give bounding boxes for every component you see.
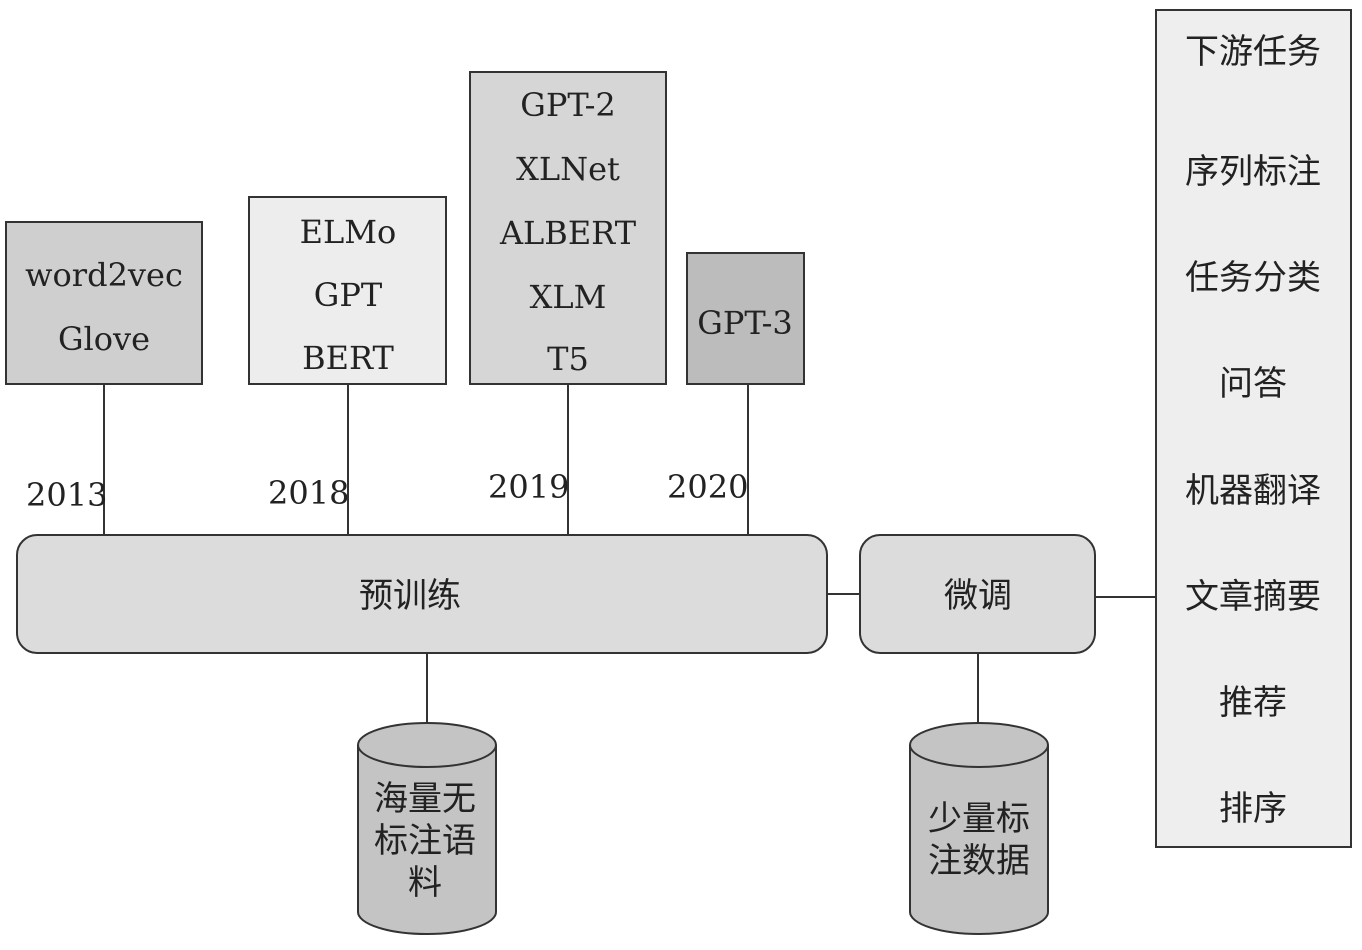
pretrain-label: 预训练: [359, 576, 461, 616]
corpus-label-line: 海量无: [374, 779, 476, 819]
model-label: GPT: [314, 276, 383, 314]
task-item: 排序: [1219, 789, 1287, 829]
task-item: 问答: [1219, 364, 1287, 404]
model-label: XLM: [530, 278, 607, 316]
model-box-2019-frame: [469, 71, 667, 385]
labeled-data-cylinder: 少量标 注数据: [909, 722, 1049, 935]
year-label-2020: 2020: [667, 468, 748, 506]
model-box-2019: GPT-2 XLNet ALBERT XLM T5: [469, 71, 667, 385]
year-label-2019: 2019: [488, 468, 569, 506]
task-item: 文章摘要: [1185, 577, 1321, 617]
model-label: GPT-3: [697, 304, 792, 342]
cylinder-body: [909, 745, 1049, 935]
finetune-label: 微调: [944, 576, 1012, 616]
model-label: ALBERT: [499, 214, 637, 252]
model-label: word2vec: [25, 256, 183, 294]
model-label: ELMo: [300, 213, 397, 251]
labeled-data-label-line: 注数据: [928, 841, 1030, 881]
model-box-2013: word2vec Glove: [5, 221, 203, 385]
task-item: 推荐: [1219, 683, 1287, 723]
task-item: 任务分类: [1185, 258, 1321, 298]
model-label: XLNet: [516, 150, 620, 188]
cylinder-body: [357, 745, 497, 935]
model-box-2020-frame: [686, 252, 805, 385]
connectors: [103, 384, 1156, 727]
downstream-panel-frame: [1155, 9, 1352, 848]
model-box-2018: ELMo GPT BERT: [248, 196, 447, 385]
model-label: T5: [547, 340, 589, 378]
year-label-2018: 2018: [268, 474, 349, 512]
finetune-stage: 微调: [859, 534, 1096, 654]
downstream-tasks-panel: 下游任务 序列标注 任务分类 问答 机器翻译 文章摘要 推荐 排序: [1155, 9, 1352, 848]
downstream-title: 下游任务: [1185, 32, 1321, 72]
year-label-2013: 2013: [26, 476, 107, 514]
model-box-2018-frame: [248, 196, 447, 385]
task-item: 机器翻译: [1185, 471, 1321, 511]
pretrain-bar: [16, 534, 828, 654]
unlabeled-corpus-cylinder: 海量无 标注语 料: [357, 722, 497, 935]
corpus-label-line: 料: [408, 863, 442, 903]
model-label: GPT-2: [520, 86, 615, 124]
cylinder-top: [909, 722, 1049, 768]
task-item: 序列标注: [1185, 152, 1321, 192]
model-label: Glove: [58, 320, 150, 358]
cylinder-top: [357, 722, 497, 768]
pretrain-stage: 预训练: [16, 534, 828, 654]
model-label: BERT: [302, 339, 394, 377]
model-box-2013-frame: [5, 221, 203, 385]
labeled-data-label-line: 少量标: [928, 799, 1030, 839]
finetune-box: [859, 534, 1096, 654]
corpus-label-line: 标注语: [374, 821, 476, 861]
model-box-2020: GPT-3: [686, 252, 805, 385]
